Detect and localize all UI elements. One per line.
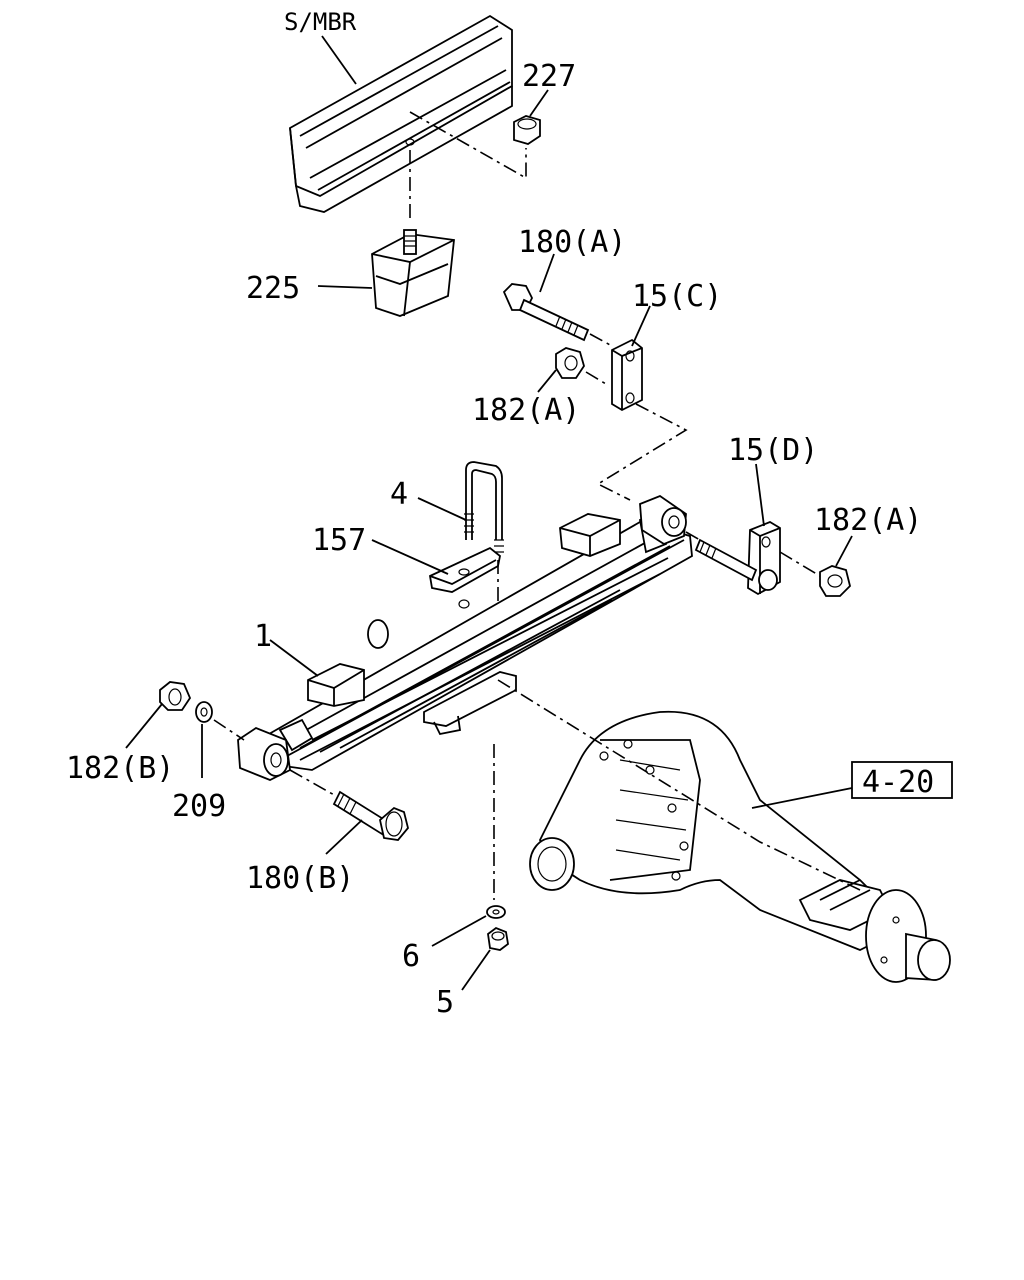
leaf-spring-1-leader <box>269 639 319 677</box>
label-180a: 180(A) <box>518 225 626 260</box>
nut-182a-upper-leader <box>537 369 557 393</box>
bolt-180b-leader <box>325 819 363 855</box>
shackle-15d-pin <box>694 538 758 582</box>
shackle-15c-leader <box>631 305 651 347</box>
bumper-225-leader <box>317 285 373 289</box>
label-s-mbr: S/MBR <box>284 8 357 36</box>
nut-182a-right-guide <box>779 551 821 577</box>
u-bolt-4 <box>464 461 504 553</box>
label-227: 227 <box>522 59 576 94</box>
washer-6-leader <box>431 915 487 947</box>
nut-227-guide <box>409 111 527 180</box>
bolt-180a <box>502 283 590 342</box>
nut-182b-leader <box>125 703 163 749</box>
nut-182a-right <box>819 565 851 597</box>
shackle-15d <box>747 520 781 596</box>
nut-182a-upper-guide <box>585 371 607 385</box>
label-182b: 182(B) <box>66 751 174 786</box>
nut-227-leader <box>529 89 549 117</box>
ref-4-20-box <box>851 761 953 799</box>
nut-227 <box>513 115 541 145</box>
label-1: 1 <box>254 619 272 654</box>
ref-4-20-leader <box>751 787 853 809</box>
plate-157 <box>428 546 501 609</box>
s-mbr-leader <box>321 35 357 85</box>
label-180b: 180(B) <box>246 861 354 896</box>
label-6: 6 <box>402 939 420 974</box>
label-15d: 15(D) <box>728 433 818 468</box>
nut-182a-right-leader <box>835 535 853 567</box>
label-157: 157 <box>312 523 366 558</box>
nut-5-leader <box>461 949 491 991</box>
axle-centerline <box>497 679 861 891</box>
rear-eye-guide <box>685 531 701 541</box>
plate-157-leader <box>371 539 449 575</box>
bolt-180a-leader <box>539 253 555 293</box>
label-ref-4-20[interactable]: 4-20 <box>862 765 934 800</box>
shackle-15d-leader <box>755 463 765 527</box>
label-182a-upper: 182(A) <box>472 393 580 428</box>
leaf-spring-1 <box>237 494 693 781</box>
axle-housing <box>529 710 951 983</box>
shackle-to-eye-guide <box>596 403 688 501</box>
label-4: 4 <box>390 477 408 512</box>
shackle-15c <box>611 338 643 412</box>
label-209: 209 <box>172 789 226 824</box>
label-182a-right: 182(A) <box>814 503 922 538</box>
nut-182a-upper <box>555 347 585 379</box>
nut-5 <box>487 926 509 951</box>
washer-6 <box>486 905 506 919</box>
side-member-frame <box>289 14 513 213</box>
front-eye-guide <box>213 719 245 741</box>
bolt-180b <box>332 790 409 841</box>
label-5: 5 <box>436 985 454 1020</box>
bolt-180b-guide <box>289 769 337 797</box>
label-15c: 15(C) <box>632 279 722 314</box>
nut-182b <box>159 681 192 711</box>
washer-209 <box>195 701 213 723</box>
u-bolt-4-leader <box>417 497 467 521</box>
bolt-180a-guide <box>589 333 613 347</box>
label-225: 225 <box>246 271 300 306</box>
bumper-225 <box>371 229 455 317</box>
